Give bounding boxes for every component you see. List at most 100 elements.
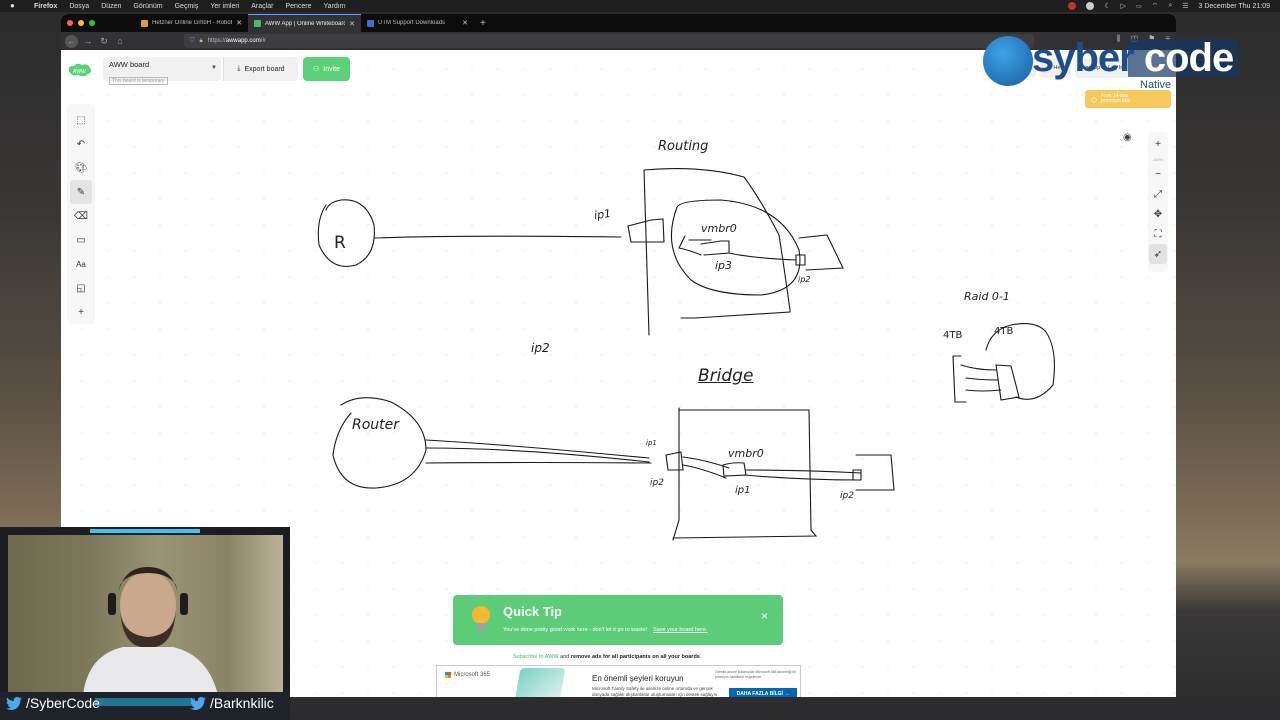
bridge-ip2-right-label: ip2 — [840, 491, 854, 501]
clock[interactable]: 3 December Thu 21:09 — [1198, 2, 1270, 10]
menu-araclar[interactable]: Araçlar — [251, 2, 274, 10]
url-bar[interactable]: ⛉ 🔒︎ https://awwapp.com/# — [184, 34, 1034, 48]
premium-line1: Free 14-day — [1101, 93, 1129, 99]
sticky-note-button[interactable]: ◱ — [70, 276, 92, 300]
quick-tip-message: You've done pretty good work here - don'… — [503, 627, 648, 633]
add-more-button[interactable]: + — [70, 300, 92, 324]
back-button[interactable]: ← — [65, 34, 78, 48]
routing-ip2-label: ip2 — [798, 275, 811, 284]
sidebar-icon[interactable]: ◫ — [1131, 34, 1139, 44]
invite-button[interactable]: ⚇ Invite — [303, 57, 350, 81]
rectangle-tool-button[interactable]: ▭ — [70, 228, 92, 252]
utm-favicon-icon — [367, 19, 374, 27]
apple-icon[interactable]: ● — [10, 1, 15, 10]
menu-pencere[interactable]: Pencere — [285, 2, 312, 10]
whiteboard-canvas[interactable]: Routing R ip1 vmbr0 ip3 ip2 ip2 Bridge R… — [61, 50, 1176, 697]
fit-screen-button[interactable]: ⤢ — [1149, 184, 1167, 204]
sybercode-logo-icon — [983, 36, 1033, 86]
tab-utm[interactable]: UTM Support Downloads ✕ — [361, 14, 474, 32]
menu-yardim[interactable]: Yardım — [323, 2, 346, 10]
tab-aww-app[interactable]: AWW App | Online Whiteboard ✕ — [248, 14, 361, 32]
extension-icon[interactable]: ⚑ — [1148, 34, 1155, 44]
reload-button[interactable]: ↻ — [100, 35, 108, 46]
forward-button[interactable]: → — [83, 36, 93, 46]
info-icon: ⓘ — [1046, 66, 1054, 72]
sybercode-watermark: syber code Native — [980, 33, 1245, 95]
menu-gecmis[interactable]: Geçmiş — [174, 2, 199, 10]
eye-icon[interactable]: ◉ — [1123, 132, 1132, 143]
left-toolbar: ⬚ ↶ 🎨︎ ✎ ⌫ ▭ Aa ◱ + — [67, 104, 95, 324]
home-button[interactable]: ⌂ — [117, 36, 123, 46]
select-tool-button[interactable]: ⬚ — [70, 108, 92, 132]
eraser-tool-button[interactable]: ⌫ — [70, 204, 92, 228]
board-selector[interactable]: AWW board This board is temporary ▼ — [103, 57, 221, 85]
routing-vmbr-label: vmbr0 — [701, 222, 737, 235]
zoom-in-button[interactable]: + — [1149, 134, 1167, 154]
pencil-tool-button[interactable]: ✎ — [70, 180, 92, 204]
text-tool-button[interactable]: Aa — [70, 252, 92, 276]
ad-learn-more-button[interactable]: DAHA FAZLA BİLGİ → — [729, 688, 797, 697]
control-center-icon[interactable]: ☰ — [1182, 3, 1189, 10]
close-icon[interactable]: × — [761, 609, 769, 623]
battery-icon[interactable]: ▭ — [1136, 3, 1142, 10]
close-tab-icon[interactable]: ✕ — [349, 20, 355, 28]
bridge-ip1-left-label: ip1 — [646, 439, 657, 447]
export-board-button[interactable]: ⤓ Export board — [223, 57, 298, 81]
zoom-out-button[interactable]: − — [1149, 164, 1167, 184]
moon-icon[interactable]: ☾ — [1104, 3, 1111, 10]
menu-app-firefox[interactable]: Firefox — [34, 2, 58, 10]
new-tab-button[interactable]: + — [480, 17, 486, 29]
laser-pointer-button[interactable]: ➶ — [1149, 244, 1167, 264]
save-board-link[interactable]: Save your board here. — [653, 627, 708, 633]
ad-phone-image — [513, 668, 566, 697]
undo-button[interactable]: ↶ — [70, 132, 92, 156]
pan-button[interactable]: ✥ — [1149, 204, 1167, 224]
routing-ip3-label: ip3 — [715, 259, 733, 272]
menu-gorunum[interactable]: Görünüm — [133, 2, 163, 10]
recording-icon[interactable] — [1068, 2, 1077, 10]
play-icon[interactable]: ▷ — [1120, 3, 1127, 10]
menu-duzen[interactable]: Düzen — [101, 2, 122, 10]
bridge-ip1-mid-label: ip1 — [735, 485, 751, 496]
ad-fineprint: Gerekli abone kullanıcılar Microsoft 365… — [715, 670, 796, 679]
wifi-icon[interactable]: ⌔ — [1151, 2, 1159, 10]
lock-icon[interactable]: 🔒︎ — [199, 37, 203, 44]
microsoft-logo-icon — [445, 672, 451, 678]
twitter-handle-2: /Barknkilic — [190, 695, 274, 711]
focus-button[interactable]: ⛶ — [1149, 224, 1167, 244]
rectangle-icon: ▭ — [76, 234, 86, 246]
minimize-window-button[interactable] — [78, 20, 84, 26]
menu-dosya[interactable]: Dosya — [69, 2, 90, 10]
overlay-glow — [95, 698, 195, 706]
close-tab-icon[interactable]: ✕ — [236, 20, 242, 27]
help-button[interactable]: ⓘ Help — [1040, 58, 1071, 78]
zoom-window-button[interactable] — [89, 20, 95, 26]
ad-title: En önemli şeyleri koruyun — [592, 674, 684, 683]
menu-yer-imleri[interactable]: Yer imleri — [210, 2, 240, 10]
twitter-handle-1: /SyberCode — [6, 695, 100, 711]
close-tab-icon[interactable]: ✕ — [462, 20, 468, 27]
subscribe-end: . — [699, 654, 702, 660]
tab-hetzner[interactable]: Hetzner Online GmbH - Robot ✕ — [135, 14, 248, 32]
firefox-window: Hetzner Online GmbH - Robot ✕ AWW App | … — [61, 14, 1176, 697]
select-icon: ⬚ — [76, 114, 86, 126]
color-picker-button[interactable]: 🎨︎ — [70, 156, 92, 180]
shield-icon[interactable]: ⛉ — [190, 37, 195, 44]
search-icon[interactable]: ⌕ — [1168, 2, 1173, 9]
menu-icon[interactable]: ≡ — [1165, 34, 1170, 44]
close-window-button[interactable] — [67, 20, 73, 26]
aww-logo-icon[interactable]: AWW — [67, 62, 93, 78]
circle-icon[interactable] — [1086, 2, 1095, 10]
signup-button[interactable]: Sign Up or Log In — [1074, 58, 1130, 78]
right-toolbar: + 100% − ⤢ ✥ ⛶ ➶ — [1148, 132, 1168, 272]
zoom-level: 100% — [1152, 156, 1164, 162]
sybercode-brand: syber code — [1032, 37, 1234, 79]
window-controls — [67, 20, 95, 26]
library-icon[interactable]: ⫼ — [1116, 34, 1121, 43]
chevron-down-icon[interactable]: ▼ — [211, 65, 217, 71]
quick-tip-title: Quick Tip — [503, 604, 562, 619]
subscribe-link[interactable]: Subscribe to AWW — [513, 654, 559, 660]
raid-title: Raid 0-1 — [964, 290, 1010, 303]
advertisement[interactable]: Microsoft 365 En önemli şeyleri koruyun … — [436, 665, 801, 697]
